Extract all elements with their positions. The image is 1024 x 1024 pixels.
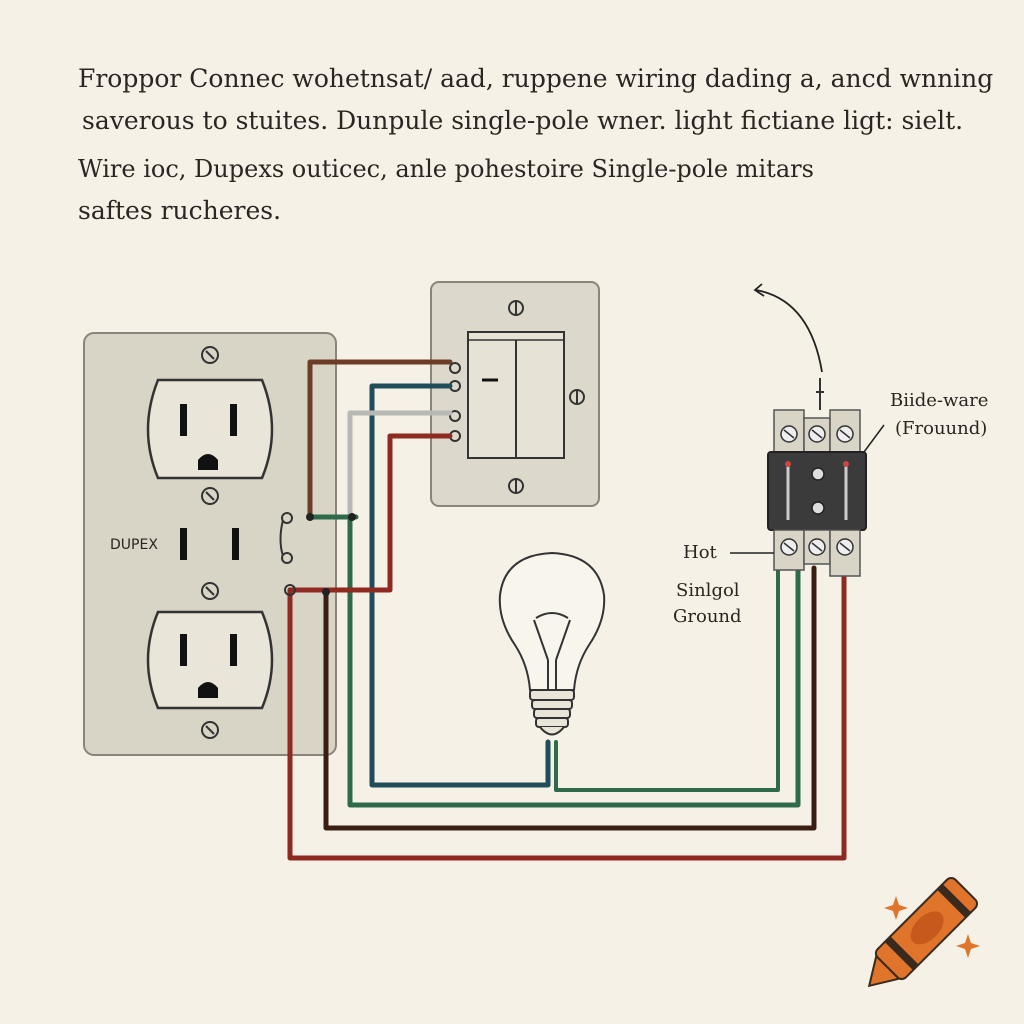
wire-teal <box>369 383 551 788</box>
wire-red <box>287 557 847 861</box>
intro-line-2: saverous to stuites. Dunpule single-pole… <box>82 106 964 135</box>
intro-line-3: Wire ioc, Dupexs outicec, anle pohestoir… <box>78 155 814 183</box>
breaker-label: Biide-ware <box>890 390 989 411</box>
label-pointer <box>863 424 885 453</box>
wire-brown <box>307 359 453 518</box>
intro-line-4: saftes rucheres. <box>78 196 282 225</box>
single-label: Sinlgol <box>676 580 740 601</box>
switch-icon <box>430 281 600 507</box>
wire-red-switch <box>287 433 453 593</box>
ground-label: Ground <box>673 606 742 627</box>
bulb-icon <box>498 551 606 736</box>
crayon-icon <box>867 876 979 988</box>
wire-green-bulb <box>554 554 780 792</box>
sparkle-icon <box>884 896 980 958</box>
wire-dark <box>323 565 817 831</box>
intro-line-1: Froppor Connec wohetnsat/ aad, ruppene w… <box>78 64 994 93</box>
intro-text: Froppor Connec wohetnsat/ aad, ruppene w… <box>78 58 994 232</box>
breaker-sub-label: (Frouund) <box>895 418 988 439</box>
outlet-icon <box>83 332 337 756</box>
wire-green <box>347 514 801 808</box>
arrow-icon <box>753 283 823 373</box>
outlet-label: DUPEX <box>110 537 158 553</box>
breaker-icon <box>767 378 867 577</box>
wires <box>284 359 847 861</box>
wire-gray <box>347 410 453 518</box>
hot-label: Hot <box>683 542 717 563</box>
